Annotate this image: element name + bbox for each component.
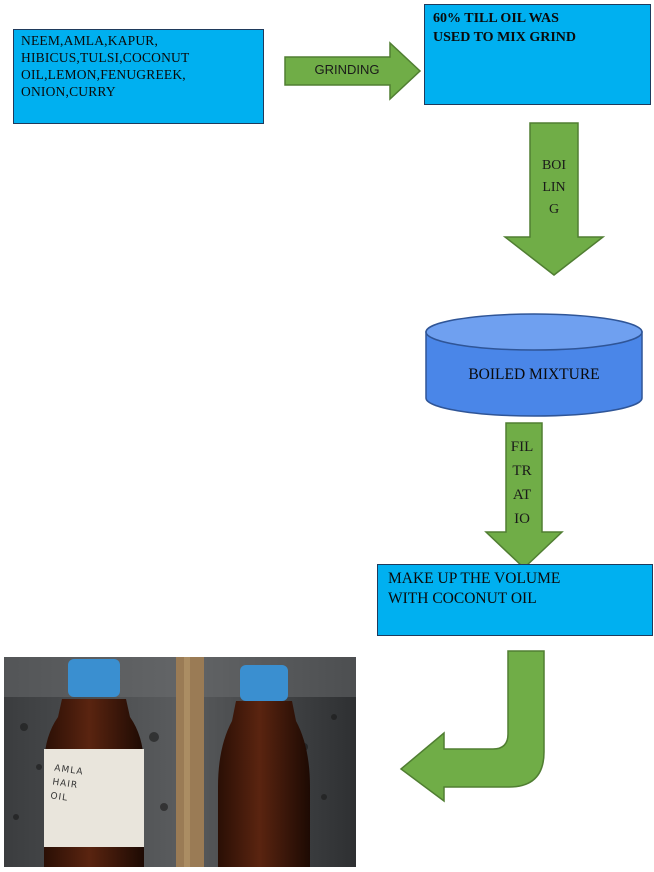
boiled-mixture-label: BOILED MIXTURE bbox=[468, 366, 600, 383]
grinding-arrow bbox=[284, 41, 422, 101]
boiling-label: BOI LIN G bbox=[541, 158, 567, 217]
filtration-arrow bbox=[484, 422, 564, 570]
hair-oil-bottles-photo: AMLA HAIR OIL bbox=[4, 657, 356, 867]
boiling-arrow bbox=[502, 122, 606, 276]
make-up-volume-box: MAKE UP THE VOLUME WITH COCONUT OIL bbox=[377, 564, 653, 636]
oil-mix-box: 60% TILL OIL WAS USED TO MIX GRIND bbox=[424, 4, 651, 105]
grinding-label: GRINDING bbox=[314, 62, 380, 77]
boiled-mixture-cylinder bbox=[425, 313, 643, 417]
photo-illustration bbox=[4, 657, 356, 867]
bent-arrow bbox=[399, 650, 545, 803]
ingredients-box: NEEM,AMLA,KAPUR, HIBICUS,TULSI,COCONUT O… bbox=[13, 29, 264, 124]
filtration-label: FIL TR AT IO bbox=[510, 439, 534, 527]
